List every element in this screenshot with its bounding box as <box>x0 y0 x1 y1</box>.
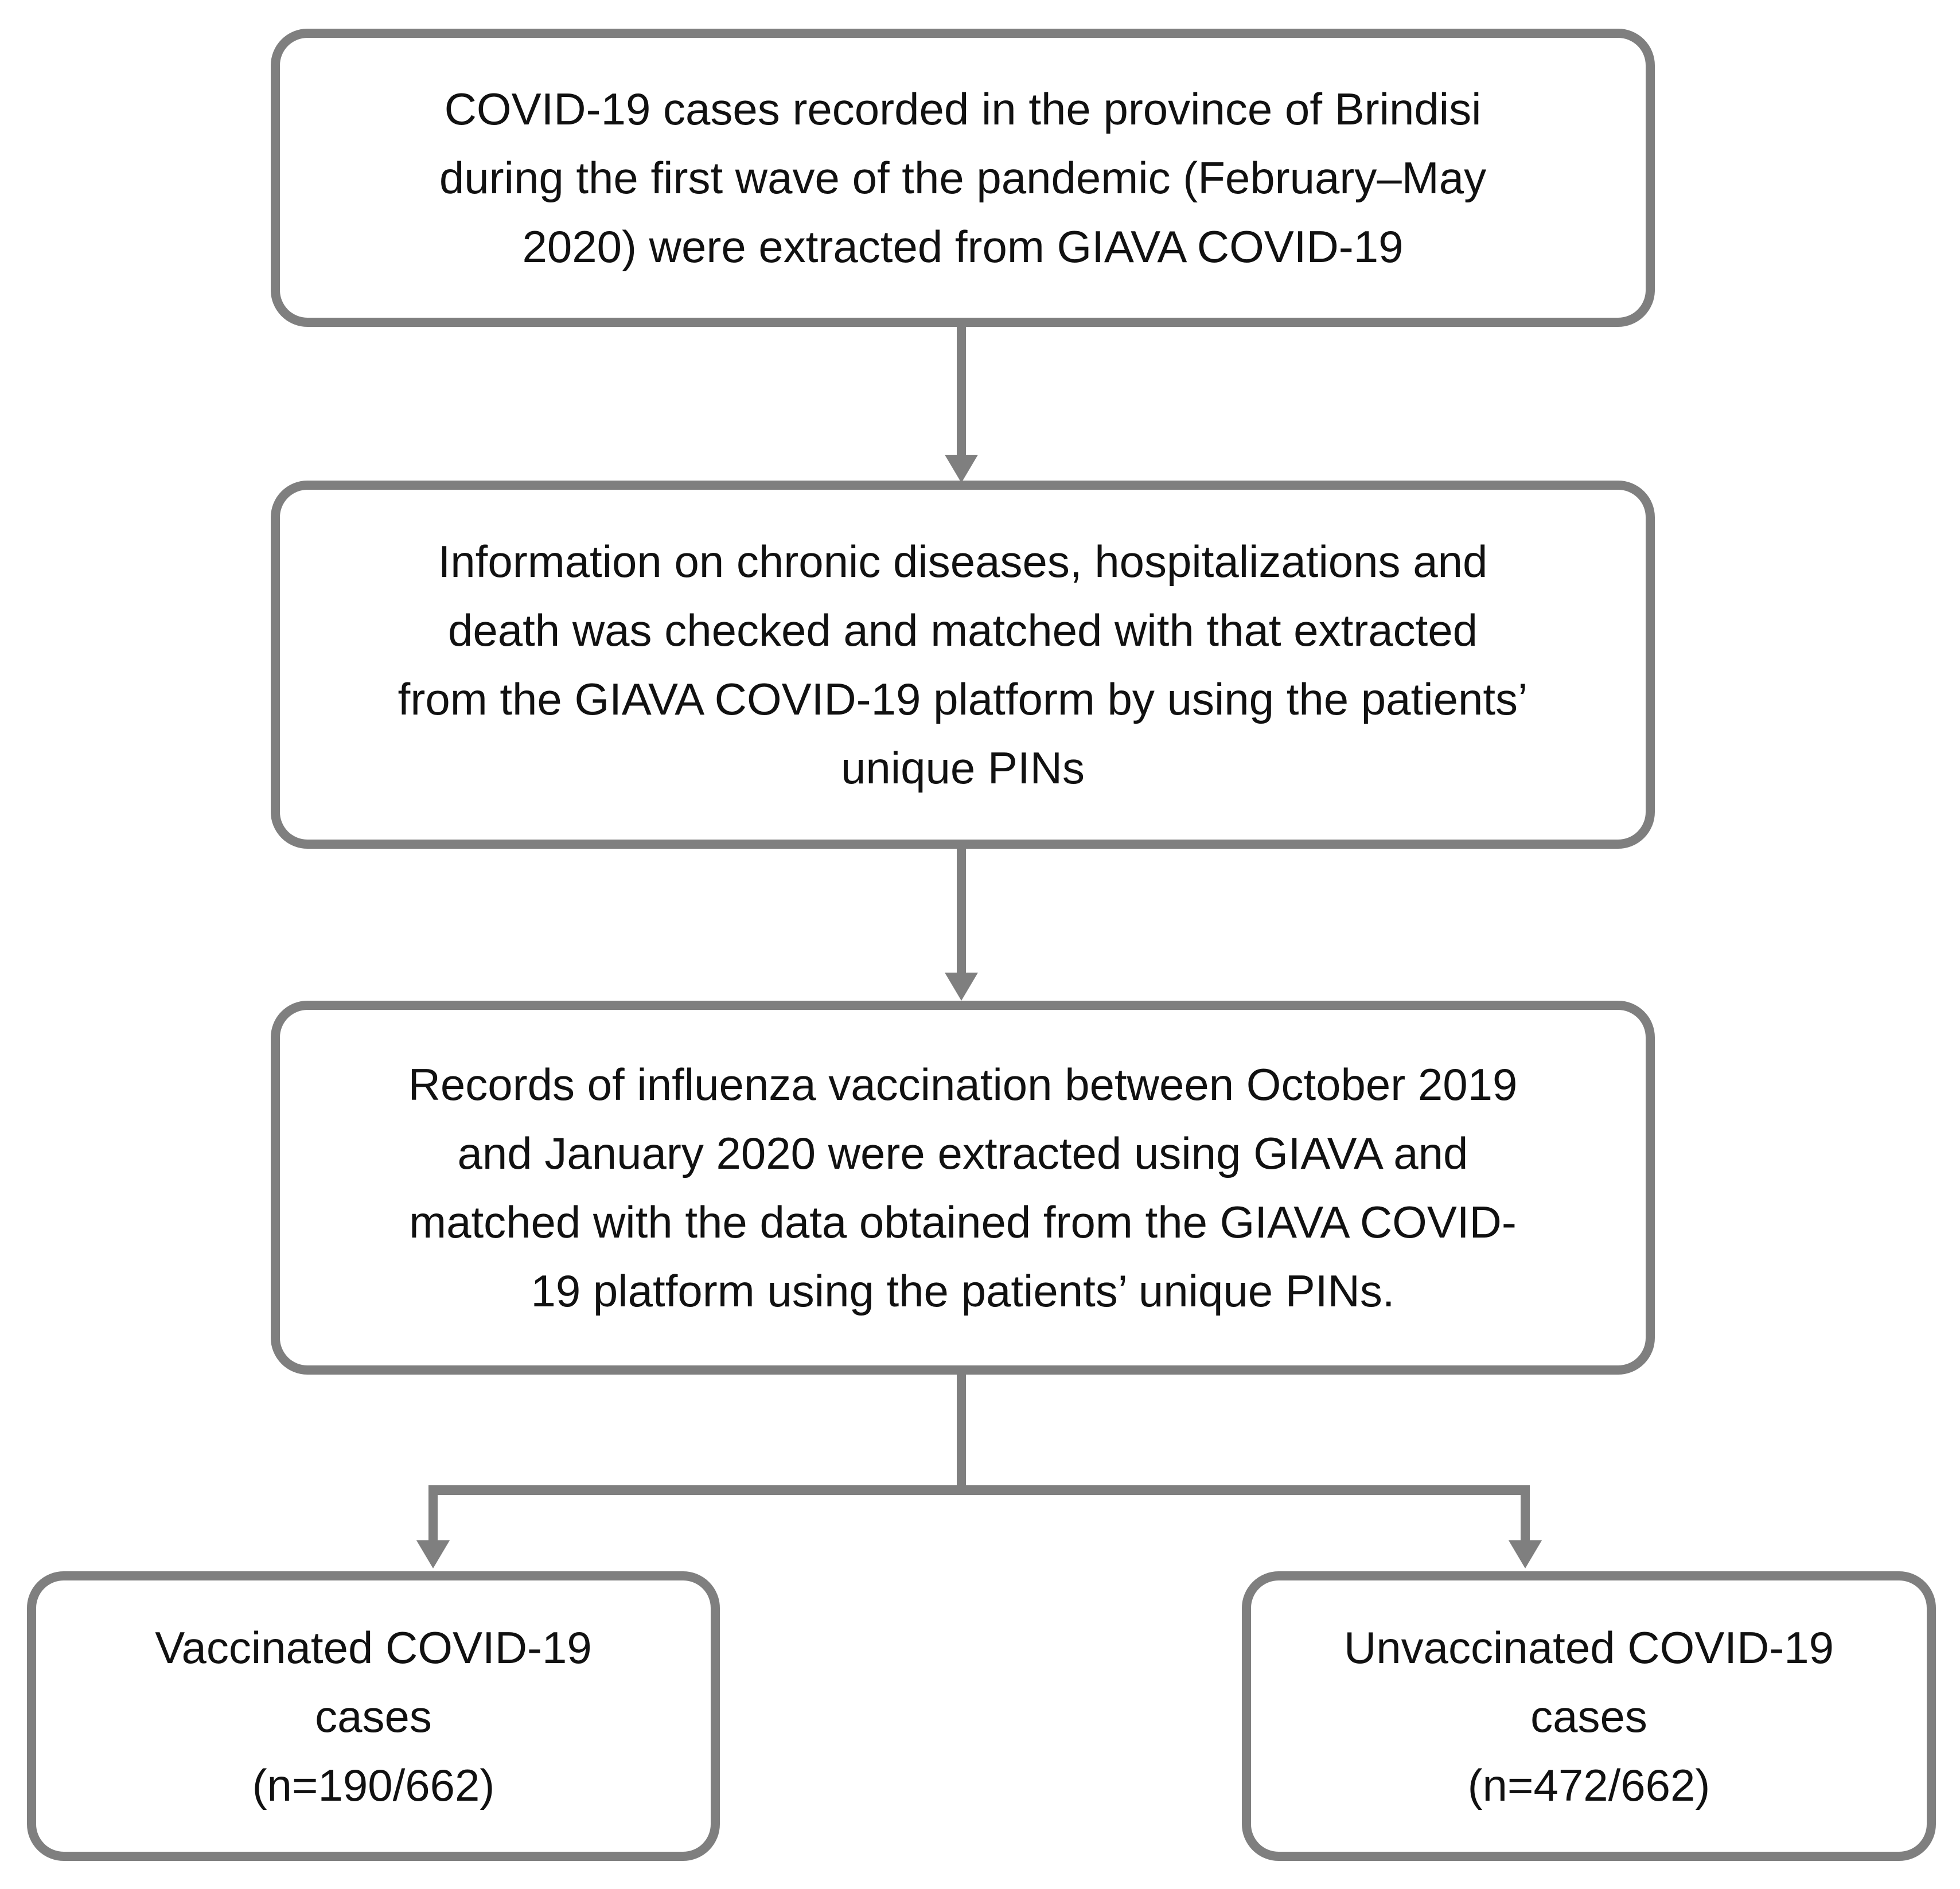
vaccinated-box-line-2: cases <box>315 1691 432 1742</box>
matching-box-line-1: Information on chronic diseases, hospita… <box>438 536 1488 587</box>
matching-box-line-3: from the GIAVA COVID-19 platform by usin… <box>398 674 1528 724</box>
vaccinated-box-count: (n=190/662) <box>252 1759 495 1810</box>
branch-left-arrow-head-icon <box>416 1540 450 1568</box>
arrow-matching-to-influenza-head-icon <box>945 973 978 1001</box>
influenza-box-line-4: 19 platform using the patients’ unique P… <box>531 1266 1395 1316</box>
source-box: COVID-19 cases recorded in the province … <box>271 29 1655 327</box>
branch-right-line <box>1521 1491 1530 1544</box>
vaccinated-box-line-1: Vaccinated COVID-19 <box>155 1622 592 1673</box>
unvaccinated-box-line-1: Unvaccinated COVID-19 <box>1343 1622 1834 1673</box>
unvaccinated-cases-box: Unvaccinated COVID-19 cases (n=472/662) <box>1242 1571 1936 1861</box>
unvaccinated-box-count: (n=472/662) <box>1467 1759 1710 1810</box>
matching-box-line-4: unique PINs <box>841 743 1085 793</box>
arrow-source-to-matching-line <box>957 325 966 460</box>
branch-stem-line <box>957 1372 966 1485</box>
branch-horizontal-line <box>428 1485 1530 1495</box>
branch-left-line <box>428 1491 438 1544</box>
arrow-source-to-matching-head-icon <box>945 455 978 483</box>
matching-box: Information on chronic diseases, hospita… <box>271 481 1655 849</box>
matching-box-line-2: death was checked and matched with that … <box>447 605 1478 655</box>
unvaccinated-box-line-2: cases <box>1530 1691 1647 1742</box>
vaccinated-cases-box: Vaccinated COVID-19 cases (n=190/662) <box>27 1571 720 1861</box>
source-box-line-1: COVID-19 cases recorded in the province … <box>444 84 1482 134</box>
source-box-line-3: 2020) were extracted from GIAVA COVID-19 <box>522 221 1404 272</box>
branch-right-arrow-head-icon <box>1509 1540 1542 1568</box>
influenza-box-line-3: matched with the data obtained from the … <box>409 1197 1517 1247</box>
influenza-box-line-1: Records of influenza vaccination between… <box>408 1059 1518 1110</box>
influenza-records-box: Records of influenza vaccination between… <box>271 1001 1655 1375</box>
influenza-box-line-2: and January 2020 were extracted using GI… <box>457 1128 1468 1178</box>
source-box-line-2: during the first wave of the pandemic (F… <box>439 153 1487 203</box>
arrow-matching-to-influenza-line <box>957 848 966 975</box>
